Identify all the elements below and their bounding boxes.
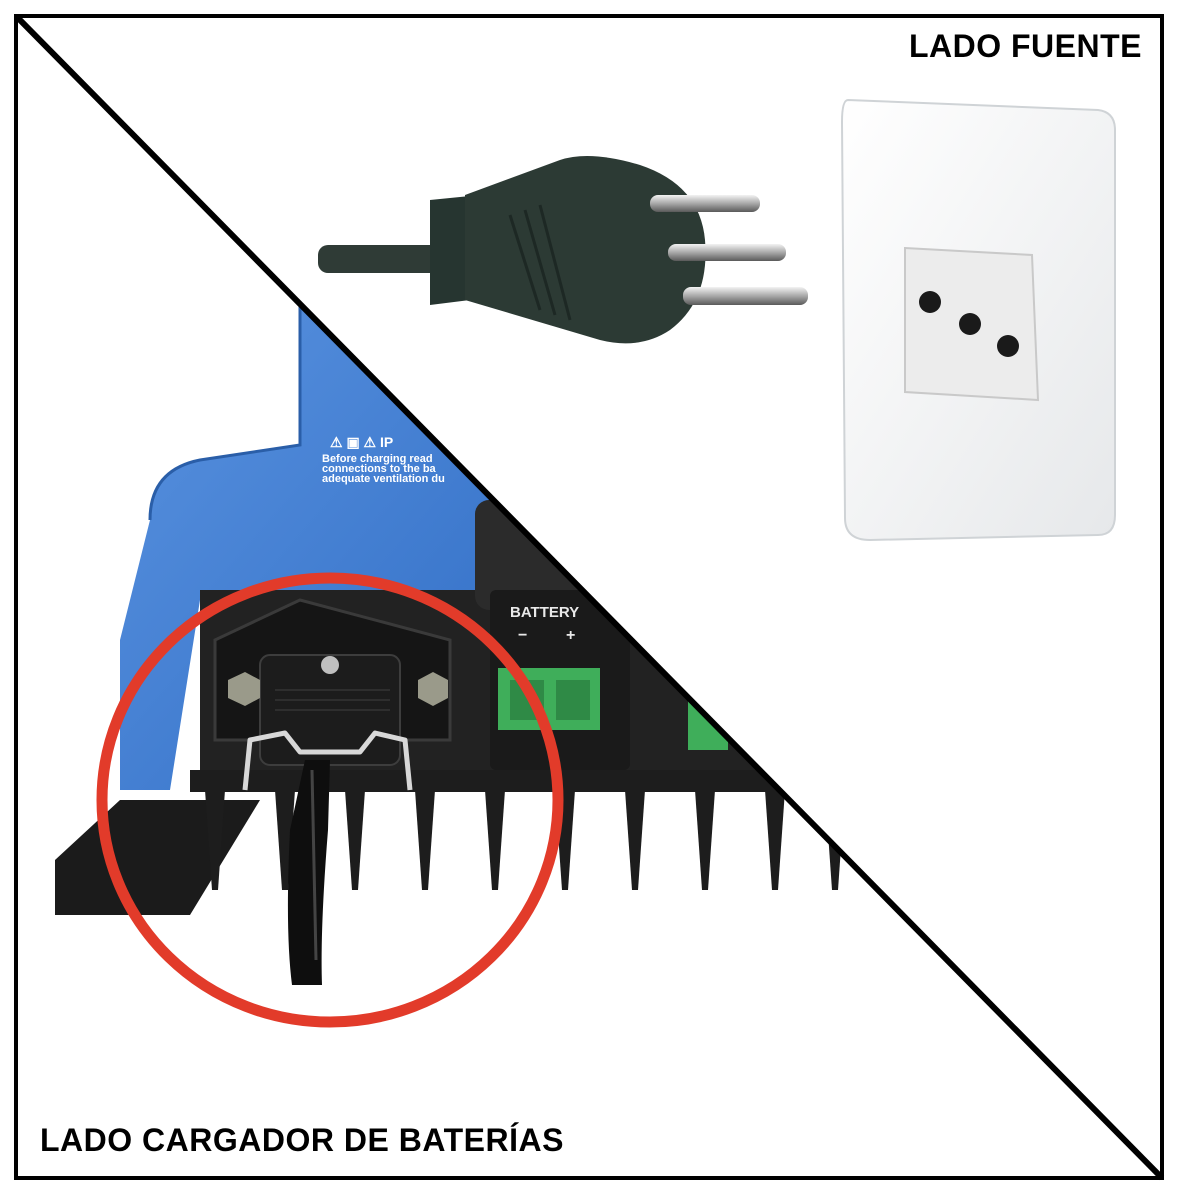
svg-text:⚠ ▣ ⚠ IP: ⚠ ▣ ⚠ IP: [330, 434, 393, 450]
svg-text:connections to the ba: connections to the ba: [322, 463, 437, 475]
plug-pin-bottom: [683, 287, 808, 305]
plug-cord: [318, 245, 448, 273]
socket-hole-right: [997, 335, 1019, 357]
plug-pin-middle: [668, 244, 786, 261]
plug-pin-top: [650, 195, 760, 212]
charger-side-label: LADO CARGADOR DE BATERÍAS: [40, 1122, 564, 1158]
housing-warning-text: ⚠ ▣ ⚠ IP Before charging read connection…: [322, 434, 445, 485]
minus-sign: −: [518, 627, 527, 644]
highlight-circle: [96, 572, 564, 1028]
source-side-label: LADO FUENTE: [908, 28, 1142, 64]
wall-socket: [840, 98, 1116, 542]
svg-text:Before charging read: Before charging read: [322, 453, 433, 465]
socket-hole-left: [919, 291, 941, 313]
outer-frame: [14, 14, 1164, 1180]
socket-hole-center: [959, 313, 981, 335]
connector-screw: [321, 656, 339, 674]
battery-terminal-label: BATTERY: [510, 604, 579, 621]
left-hex-nut: [228, 672, 260, 706]
svg-text:adequate ventilation du: adequate ventilation du: [322, 473, 445, 485]
power-cable: [287, 760, 330, 985]
plus-sign: +: [566, 627, 575, 644]
three-pin-plug: [318, 156, 808, 344]
plug-body: [465, 156, 706, 344]
diagonal-divider: [15, 15, 1165, 1181]
right-hex-nut: [418, 672, 448, 706]
retaining-clip: [242, 730, 413, 791]
